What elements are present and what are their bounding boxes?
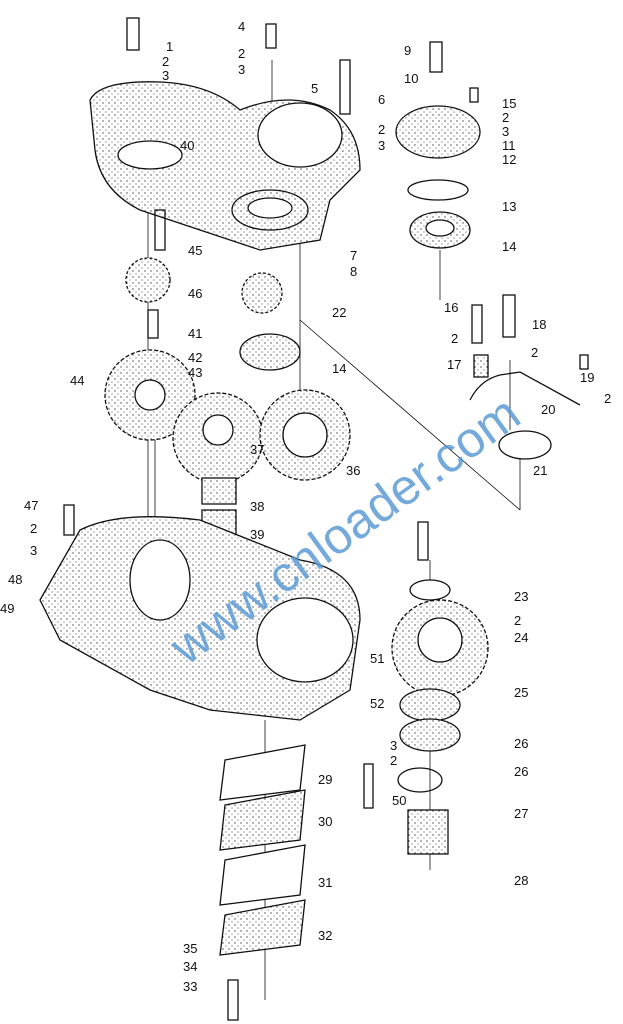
callout-37: 37	[250, 442, 265, 457]
cover-11	[395, 105, 481, 159]
bearing-26b	[399, 718, 461, 752]
cover-32	[219, 899, 306, 956]
callout-10: 10	[404, 71, 419, 86]
plate-13	[407, 179, 469, 201]
callout-2: 2	[531, 345, 539, 360]
callout-11: 11	[502, 138, 516, 153]
circlip-27	[397, 767, 443, 793]
callout-51: 51	[370, 651, 385, 666]
plate-30	[219, 789, 306, 851]
lower-housing-bore	[256, 597, 354, 683]
callout-13: 13	[502, 199, 517, 214]
bearing-14	[239, 333, 301, 371]
flange-7-bore	[247, 197, 293, 219]
callout-27: 27	[514, 806, 529, 821]
callout-43: 43	[188, 365, 203, 380]
callout-52: 52	[370, 696, 385, 711]
callout-25: 25	[514, 685, 529, 700]
callout-30: 30	[318, 814, 333, 829]
callout-44: 44	[70, 373, 85, 388]
callout-32: 32	[318, 928, 333, 943]
callout-3: 3	[30, 543, 38, 558]
callout-6: 6	[378, 92, 386, 107]
callout-50: 50	[392, 793, 407, 808]
callout-2: 2	[514, 613, 522, 628]
callout-16: 16	[444, 300, 459, 315]
callout-26: 26	[514, 736, 529, 751]
callout-2: 2	[451, 331, 459, 346]
callout-23: 23	[514, 589, 529, 604]
callout-20: 20	[541, 402, 556, 417]
callout-17: 17	[447, 357, 462, 372]
callout-41: 41	[188, 326, 203, 341]
callout-3: 3	[390, 738, 398, 753]
callout-42: 42	[188, 350, 203, 365]
callout-19: 19	[580, 370, 595, 385]
callout-7: 7	[350, 248, 358, 263]
gear-44-hub	[134, 379, 166, 411]
gear-36-hub	[282, 412, 328, 458]
callout-36: 36	[346, 463, 361, 478]
callout-40: 40	[180, 138, 195, 153]
callout-14: 14	[332, 361, 347, 376]
callout-31: 31	[318, 875, 333, 890]
callout-2: 2	[238, 46, 246, 61]
callout-39: 39	[250, 527, 265, 542]
callout-24: 24	[514, 630, 529, 645]
callout-3: 3	[502, 124, 510, 139]
callout-2: 2	[162, 54, 170, 69]
upper-cover-bore	[117, 140, 183, 170]
callout-3: 3	[378, 138, 386, 153]
callout-21: 21	[533, 463, 548, 478]
upper-cover-dome	[257, 102, 343, 168]
bearing-14-upper-bore	[425, 219, 455, 237]
gear-37-hub	[202, 414, 234, 446]
callout-8: 8	[350, 264, 358, 279]
callout-2: 2	[390, 753, 398, 768]
gear-46	[125, 257, 171, 303]
callout-2: 2	[604, 391, 612, 406]
callout-5: 5	[311, 81, 319, 96]
callout-12: 12	[502, 152, 517, 167]
callout-47: 47	[24, 498, 39, 513]
bushing-38	[201, 477, 237, 505]
callout-2: 2	[378, 122, 386, 137]
plate-21	[498, 430, 552, 460]
callout-1: 1	[166, 39, 174, 54]
callout-4: 4	[238, 19, 246, 34]
pipe-20	[469, 371, 581, 406]
callout-3: 3	[238, 62, 246, 77]
callout-46: 46	[188, 286, 203, 301]
bearing-26a	[399, 688, 461, 722]
washer-24	[409, 579, 451, 601]
gear-22	[241, 272, 283, 314]
callout-18: 18	[532, 317, 547, 332]
callout-3: 3	[162, 68, 170, 83]
callout-9: 9	[404, 43, 412, 58]
callout-28: 28	[514, 873, 529, 888]
gasket-29	[219, 744, 306, 801]
callout-29: 29	[318, 772, 333, 787]
callout-38: 38	[250, 499, 265, 514]
callout-49: 49	[0, 601, 15, 616]
sleeve-17	[473, 354, 489, 378]
gear-25-hub	[417, 617, 463, 663]
gasket-31	[219, 844, 306, 906]
callout-22: 22	[332, 305, 347, 320]
callout-48: 48	[8, 572, 23, 587]
callout-34: 34	[183, 959, 198, 974]
callout-33: 33	[183, 979, 198, 994]
shaft-28	[407, 809, 449, 855]
lower-housing-opening	[129, 539, 191, 621]
callout-2: 2	[30, 521, 38, 536]
callout-2: 2	[502, 110, 510, 125]
callout-15: 15	[502, 96, 517, 111]
callout-35: 35	[183, 941, 198, 956]
callout-45: 45	[188, 243, 203, 258]
callout-26: 26	[514, 764, 529, 779]
callout-14: 14	[502, 239, 517, 254]
bolts	[63, 17, 589, 1021]
